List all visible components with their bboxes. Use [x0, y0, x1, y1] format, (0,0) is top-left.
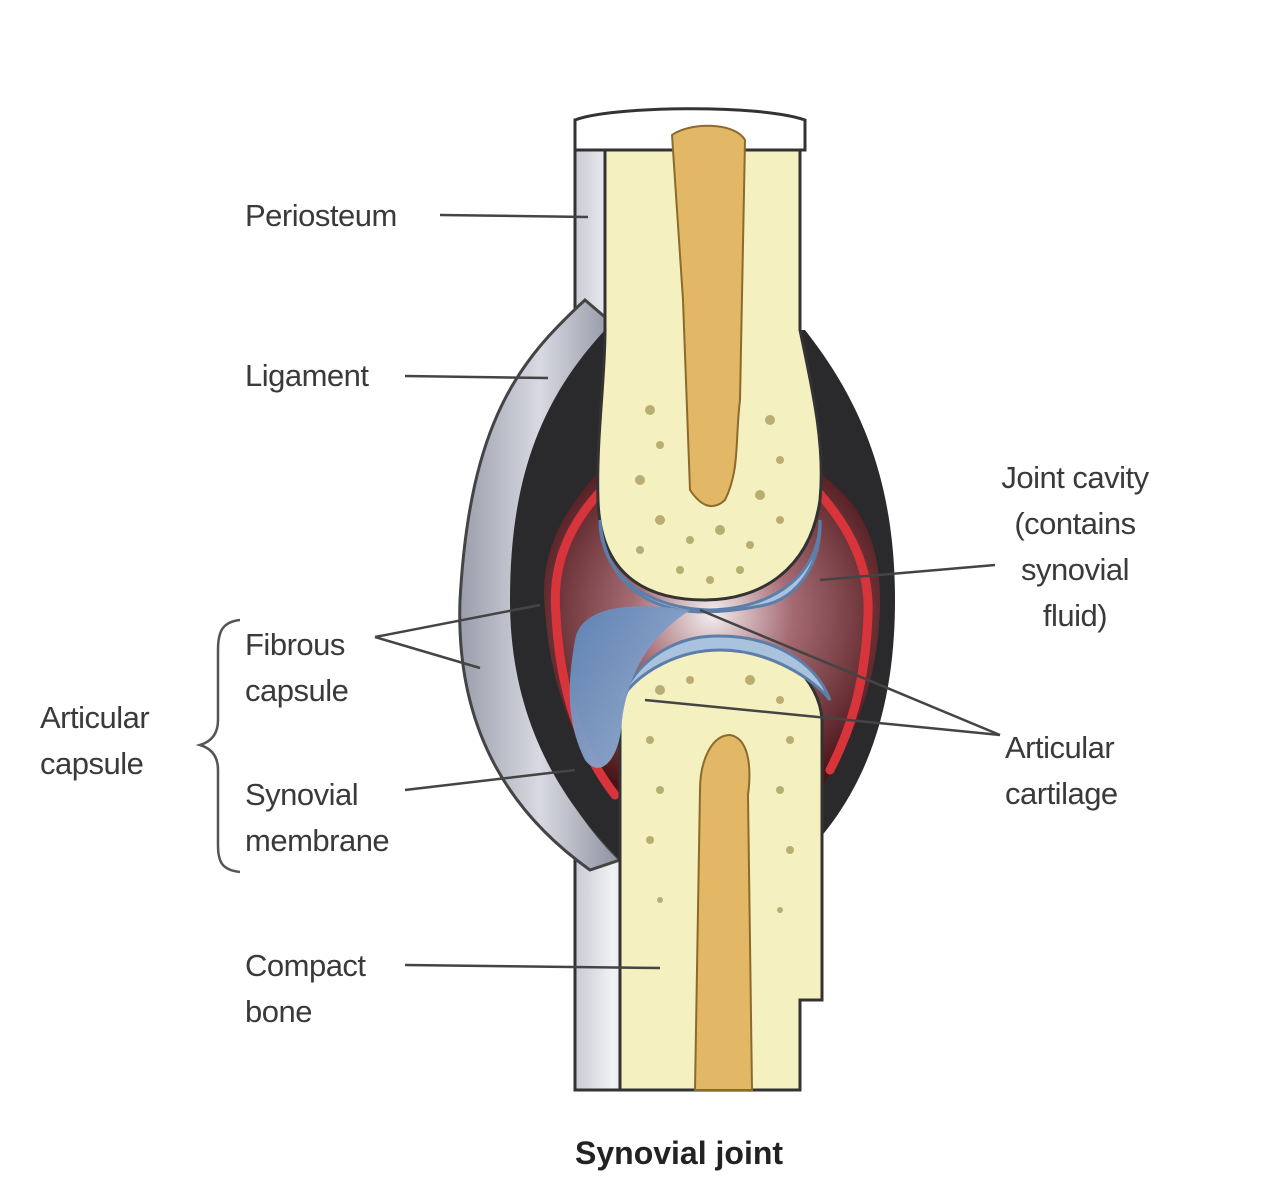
lower-marrow [693, 733, 754, 1091]
articular-capsule-brace [195, 618, 241, 874]
label-articular-capsule: Articular capsule [40, 700, 150, 781]
label-periosteum: Periosteum [245, 198, 397, 233]
lower-articular-cartilage [618, 634, 832, 701]
spongy-bone [635, 405, 794, 913]
label-compact-bone: Compact bone [245, 948, 366, 1029]
label-ligament: Ligament [245, 358, 369, 393]
upper-marrow [670, 124, 747, 508]
label-joint-cavity: Joint cavity (contains synovial fluid) [1001, 460, 1149, 633]
label-fibrous-capsule: Fibrous capsule [245, 627, 349, 708]
leader-lines [374, 213, 1001, 970]
label-synovial-membrane: Synovial membrane [245, 777, 390, 858]
diagram-title: Synovial joint [575, 1135, 784, 1171]
synovial-fluid-blue [569, 606, 690, 768]
label-articular-cartilage: Articular cartilage [1005, 730, 1118, 811]
